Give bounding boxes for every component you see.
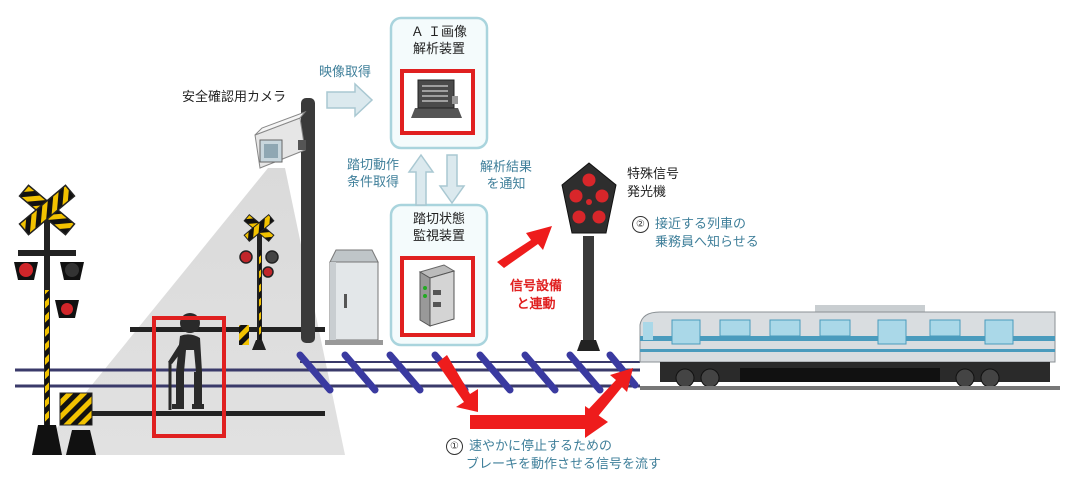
ai-device-label: Ａ Ｉ画像 解析装置: [410, 25, 468, 57]
arrow-down-to-rail: [437, 355, 478, 412]
railroad-crossing-near-icon: [14, 184, 96, 455]
camera-label: 安全確認用カメラ: [182, 90, 287, 105]
detection-frame: [152, 316, 226, 438]
step2-note: ② 接近する列車の 乗務員へ知らせる: [632, 216, 759, 252]
controller-unit-icon: [418, 264, 456, 327]
step2-number: ②: [632, 216, 649, 233]
video-acquire-label: 映像取得: [319, 65, 372, 80]
flow-arrows: [326, 82, 466, 206]
crossing-gate-bar-far: [130, 327, 325, 332]
camera-pole: [301, 98, 315, 343]
arrow-to-special-signal: [497, 226, 552, 268]
monitor-device-box: [389, 203, 489, 347]
analysis-notify-label: 解析結果 を通知: [479, 160, 532, 192]
arrow-up-to-train: [586, 368, 633, 420]
railway-track: [15, 351, 640, 394]
special-signal-light-icon: [561, 162, 617, 351]
control-cabinet-icon: [325, 249, 383, 345]
arrow-video-to-ai: [326, 82, 374, 118]
step1-note: ① 速やかに停止するための ブレーキを動作させる信号を流す: [446, 438, 661, 474]
crossing-condition-label: 踏切動作 条件取得: [346, 158, 399, 190]
train-icon: [639, 305, 1060, 390]
security-camera-icon: [254, 110, 307, 169]
arrow-along-rail: [470, 406, 608, 438]
arrow-ai-to-monitor: [438, 154, 466, 205]
step1-number: ①: [446, 438, 463, 455]
ai-device-box: [389, 16, 489, 150]
step2-text: 接近する列車の 乗務員へ知らせる: [655, 217, 759, 250]
railroad-crossing-far-icon: [239, 213, 279, 350]
step1-line2: ブレーキを動作させる信号を流す: [466, 457, 662, 472]
step1-line1: 速やかに停止するための: [469, 439, 613, 454]
signal-interlock-label: 信号設備 と連動: [509, 279, 562, 312]
computer-terminal-icon: [411, 79, 462, 118]
monitor-device-label: 踏切状態 監視装置: [412, 212, 465, 244]
special-signal-label: 特殊信号 発光機: [627, 167, 680, 200]
red-signal-arrows: [437, 226, 633, 438]
arrow-monitor-to-ai: [407, 153, 435, 206]
crossing-gate-bar-near: [90, 411, 325, 416]
